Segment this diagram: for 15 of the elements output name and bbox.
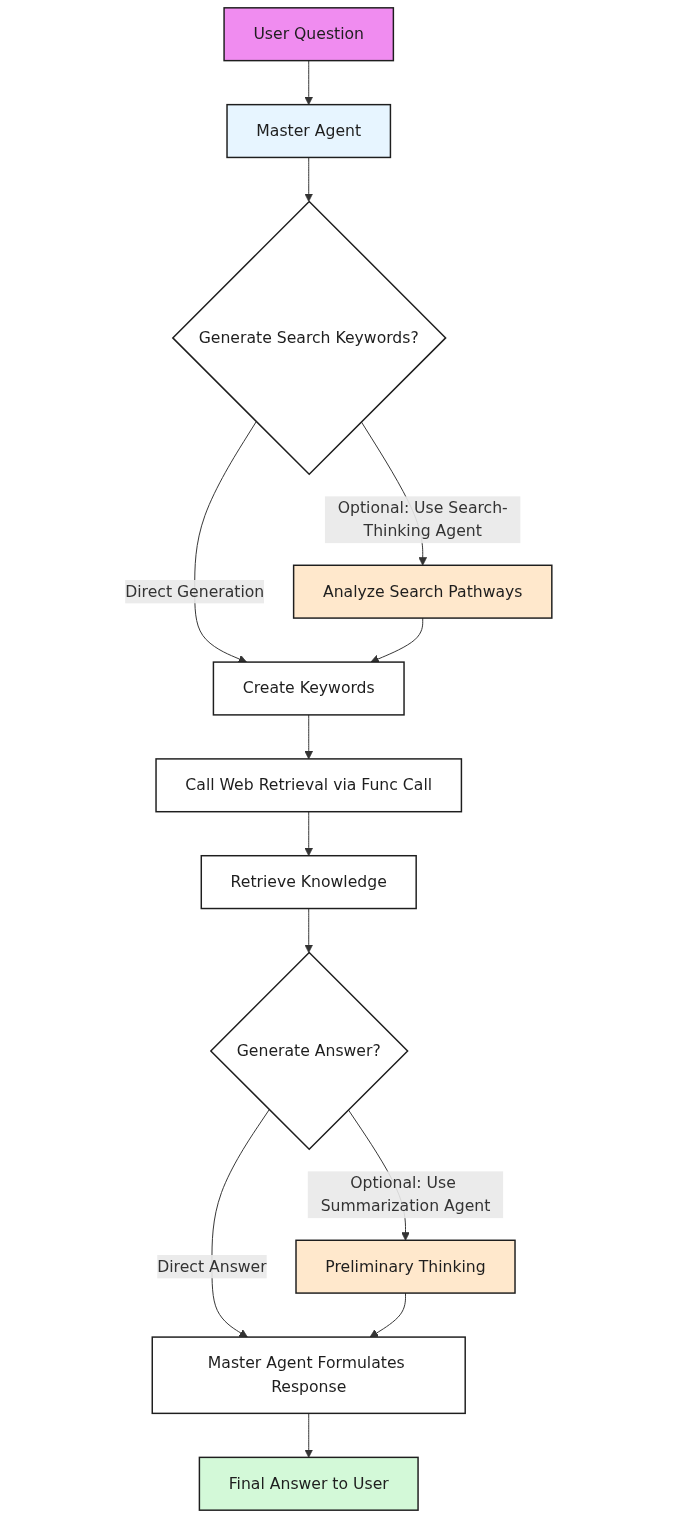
node-box: Create Keywords [212,661,405,716]
node-diamond: Generate Answer? [209,951,409,1151]
edge-label: Direct Generation [125,581,265,601]
edge-label: Optional: Use Summarization Agent [320,1173,491,1216]
node-box: Final Answer to User [198,1456,419,1511]
node-box: Analyze Search Pathways [292,564,553,619]
node-box: User Question [223,7,395,62]
node-box: Retrieve Knowledge [200,855,417,910]
node-diamond: Generate Search Keywords? [171,200,447,476]
node-box: Master Agent Formulates Response [151,1336,466,1415]
edge-label: Optional: Use Search-Thinking Agent [337,498,508,541]
node-box: Call Web Retrieval via Func Call [155,758,463,813]
node-box: Preliminary Thinking [295,1239,516,1294]
edge-label: Direct Answer [157,1256,267,1276]
node-box: Master Agent [226,103,392,159]
